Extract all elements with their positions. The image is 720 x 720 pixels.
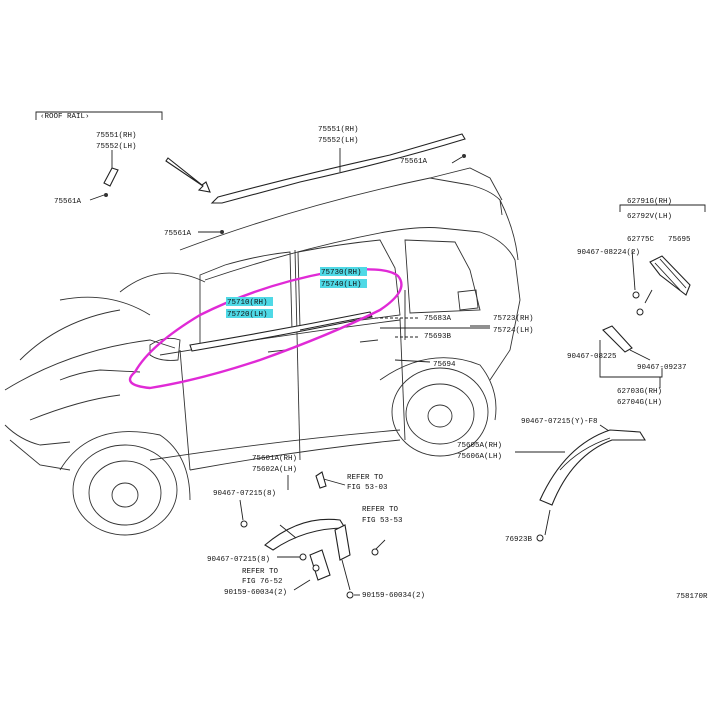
refer-to-3b: FIG 76-52: [242, 578, 283, 586]
label-75561a-top: 75561A: [400, 158, 428, 166]
roof-rail-end-piece: [89, 150, 119, 201]
label-75601a: 75601A(RH): [252, 455, 297, 463]
highlight-mark: [226, 309, 273, 318]
label-75720: 75720(LH): [227, 311, 268, 319]
highlight-mark: [320, 267, 367, 276]
highlight-mark: [226, 297, 273, 306]
label-75552: 75552(LH): [96, 143, 137, 151]
rear-arch-moulding: 90467-07215(Y)-F8 75605A(RH) 75606A(LH) …: [457, 418, 646, 544]
label-75710-75720: 75710(RH) 75720(LH): [226, 297, 273, 319]
label-75724: 75724(LH): [493, 327, 534, 335]
label-75693b: 75693B: [424, 333, 452, 341]
label-75552-b: 75552(LH): [318, 137, 359, 145]
diagram-id: 758170R: [676, 593, 708, 601]
label-90159-60034-a: 90159-60034(2): [224, 589, 287, 597]
belt-moulding: [189, 311, 373, 352]
highlight-mark: [320, 279, 367, 288]
label-75694: 75694: [433, 361, 456, 369]
label-90467-07215-b: 90467-07215(8): [207, 556, 270, 564]
label-75605a: 75605A(RH): [457, 442, 502, 450]
label-75695: 75695: [668, 236, 691, 244]
label-90467-08225: 90467-08225: [567, 353, 617, 361]
label-62703g: 62703G(RH): [617, 388, 662, 396]
vehicle-body: [4, 167, 521, 536]
label-75561a-mid: 75561A: [164, 230, 192, 238]
label-62704g: 62704G(LH): [617, 399, 662, 407]
refer-to-2b: FIG 53-53: [362, 517, 403, 525]
refer-to-2a: REFER TO: [362, 506, 399, 514]
label-75551: 75551(RH): [96, 132, 137, 140]
label-75740: 75740(LH): [321, 281, 362, 289]
spoiler-garnish-group: 62791G(RH) 62792V(LH) 90467-08224(2) 627…: [567, 198, 706, 407]
roof-rail: [198, 133, 466, 234]
label-62792v: 62792V(LH): [627, 213, 672, 221]
label-75723: 75723(RH): [493, 315, 534, 323]
label-90467-07215-8: 90467-07215(8): [213, 490, 276, 498]
label-90159-60034-b: 90159-60034(2): [362, 592, 425, 600]
label-75551-b: 75551(RH): [318, 126, 359, 134]
label-75730-75740: 75730(RH) 75740(LH): [320, 267, 367, 289]
label-75730: 75730(RH): [321, 269, 362, 277]
refer-to-1a: REFER TO: [347, 474, 384, 482]
label-90467-07215-y: 90467-07215(Y)-F8: [521, 418, 598, 426]
label-75561a-left: 75561A: [54, 198, 82, 206]
roof-rail-title: ‹ROOF RAIL›: [40, 113, 90, 121]
roof-rail-group: [35, 111, 163, 120]
label-90467-08224: 90467-08224(2): [577, 249, 640, 257]
label-75602a: 75602A(LH): [252, 466, 297, 474]
label-75683a: 75683A: [424, 315, 452, 323]
front-arch-moulding: 75601A(RH) 75602A(LH) 90467-07215(8) 904…: [207, 455, 425, 600]
direction-arrow: [165, 157, 211, 193]
label-76923b: 76923B: [505, 536, 533, 544]
label-62791g: 62791G(RH): [627, 198, 672, 206]
label-62775c: 62775C: [627, 236, 655, 244]
quarter-moulding-group: 75683A 75693B 75723(RH) 75724(LH) 75694: [375, 290, 534, 369]
refer-to-3a: REFER TO: [242, 568, 279, 576]
label-90467-09237: 90467-09237: [637, 364, 687, 372]
label-75710: 75710(RH): [227, 299, 268, 307]
highlight-callout-outline: [128, 268, 403, 390]
label-75606a: 75606A(LH): [457, 453, 502, 461]
refer-to-1b: FIG 53-03: [347, 484, 388, 492]
